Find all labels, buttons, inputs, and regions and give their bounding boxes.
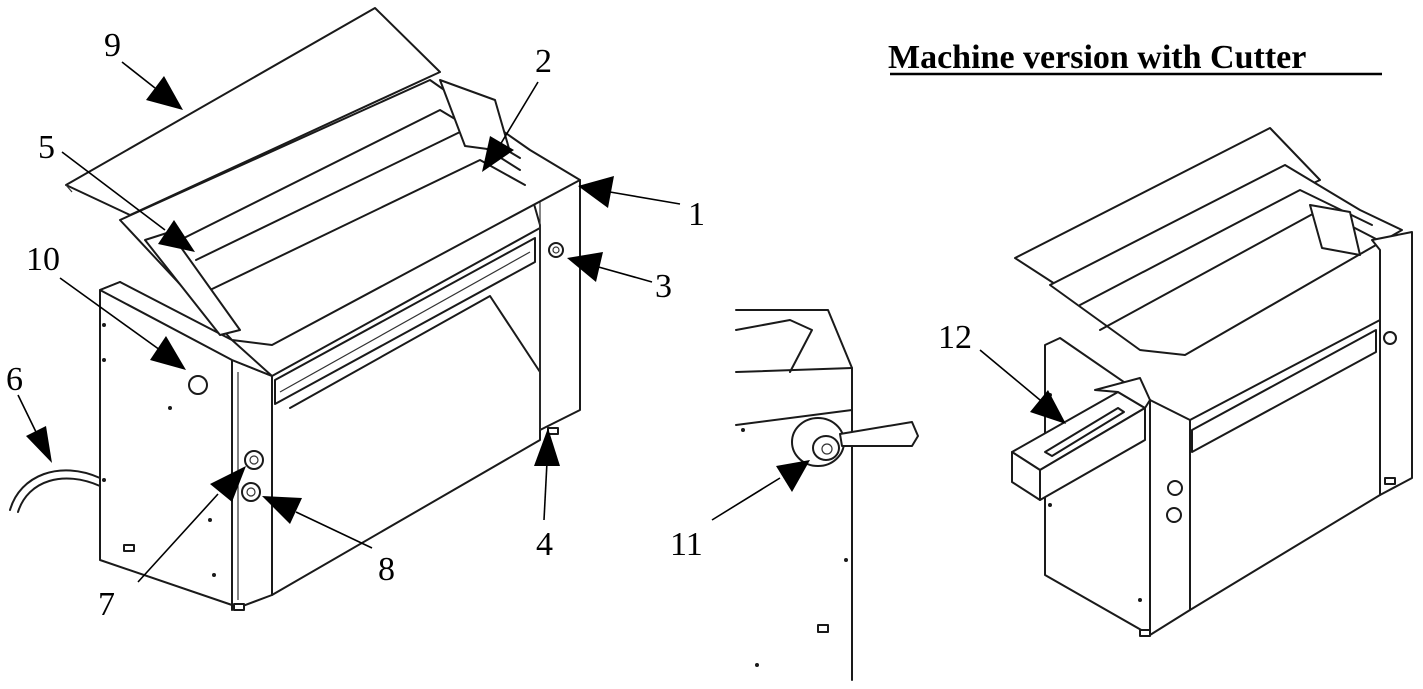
detail-panel-top <box>735 319 813 373</box>
callout-6: 6 <box>6 361 23 398</box>
top-roller-3 <box>209 159 526 291</box>
right-knob <box>548 242 564 258</box>
cutter-attachment-side <box>1039 407 1146 501</box>
cutter-machine <box>1011 127 1413 637</box>
cutter-slot <box>1044 407 1125 457</box>
callout-3: 3 <box>655 268 672 305</box>
top-cover <box>65 7 441 216</box>
title-group: Machine version with Cutter <box>888 39 1382 76</box>
detail-panel-outline <box>735 309 853 681</box>
dough-guide-left <box>144 231 241 336</box>
top-cover-lip <box>65 184 73 193</box>
left-body-top <box>99 281 273 377</box>
handle-detail-view <box>735 309 919 681</box>
callout-4: 4 <box>536 526 553 563</box>
callout-10: 10 <box>26 241 60 278</box>
callouts: 1 2 3 4 5 6 7 8 9 10 <box>6 27 1066 623</box>
front-main-panel <box>271 227 541 596</box>
control-knob-8 <box>241 482 261 502</box>
callout-8: 8 <box>378 551 395 588</box>
callout-2: 2 <box>535 43 552 80</box>
round-indicator <box>188 375 208 395</box>
roller-opening <box>274 237 536 405</box>
power-cord <box>9 469 101 511</box>
callout-7: 7 <box>98 586 115 623</box>
control-knob-7 <box>244 450 264 470</box>
crank-hub-inner <box>812 435 840 461</box>
main-machine <box>9 7 581 611</box>
crank-handle <box>839 421 919 447</box>
callout-12: 12 <box>938 319 972 356</box>
callout-5: 5 <box>38 129 55 166</box>
callout-9: 9 <box>104 27 121 64</box>
roller-line <box>279 251 531 393</box>
diagram-title: Machine version with Cutter <box>888 39 1306 76</box>
lower-tray <box>289 295 541 409</box>
callout-1: 1 <box>688 196 705 233</box>
callout-11: 11 <box>670 526 703 563</box>
